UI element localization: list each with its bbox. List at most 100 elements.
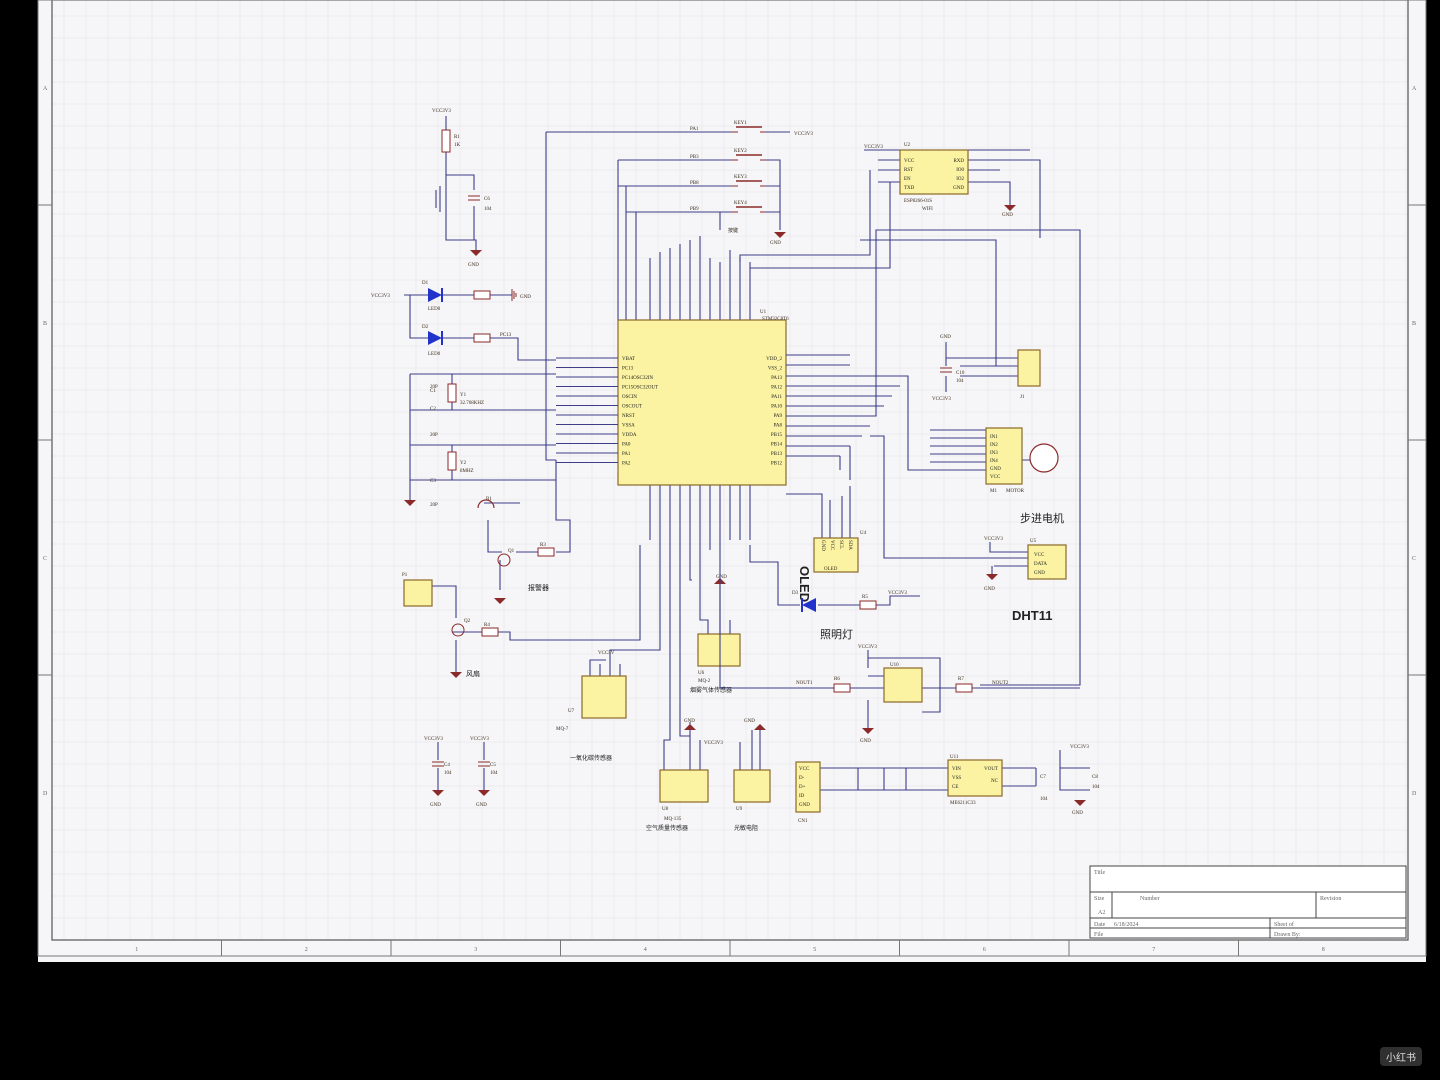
buzzer-q: Q1 [508,549,515,554]
wifi-pin: IO0 [956,168,964,173]
wifi-name: ESP8266-01S [904,199,932,204]
reg-gnd: GND [1072,811,1083,816]
frame-row-A: A [43,86,48,92]
key-label: KEY2 [734,149,747,154]
reg-pin: NC [991,779,999,784]
led-gnd: GND [520,295,531,300]
oled-pin: SCL [838,540,843,549]
mcu-pin-right: PB12 [771,462,783,467]
wifi-gnd: GND [1002,213,1013,218]
cap2-vcc: VCC3V3 [470,737,489,742]
key-label: KEY1 [734,121,747,126]
mcu-pin-left: PA0 [622,443,631,448]
motor-pin: VCC [990,475,1001,480]
led-circuit: VCC3V3 D1 LED0 D2 LED0 GND PC13 [371,281,556,361]
key-vcc: VCC3V3 [794,132,813,137]
tb-date: 6/18/2024 [1114,922,1138,928]
regulator-body [947,759,1003,797]
wifi-body [899,149,969,195]
key-net: PB9 [690,207,699,212]
mq7-vcc: VCC5V [598,651,615,656]
crystal-c2: C2 [430,407,436,412]
mcu-pin-right: PB15 [771,433,783,438]
light-vcc: VCC3V3 [704,741,723,746]
fan-circuit: P1 Q2 R4 风扇 [402,545,641,678]
lighting-led: D3 R5 VCC3V3 照明灯 [749,545,920,641]
mcu-pin-right: PA10 [771,405,782,410]
tb-number: Number [1140,896,1160,902]
lighting-vcc: VCC3V3 [888,591,907,596]
watermark-badge: 小红书 [1380,1047,1422,1066]
oled-body [813,537,859,573]
frame-row-right-D: D [1412,791,1417,797]
relay-block: VCC3V3 GND NOUT1 NOUT2 R6 R7 U10 [719,545,1080,744]
reg-ref: U11 [950,755,959,760]
light-ref: U9 [736,807,743,812]
led-d1: D1 [422,281,429,286]
dht11-caption: DHT11 [1012,608,1052,623]
mcu-pin-right: PA8 [774,424,783,429]
dht11-body [1027,544,1067,580]
led-d2: D2 [422,325,429,330]
reset-vcc-label: VCC3V3 [432,109,451,114]
reg-pin: VOUT [984,767,998,772]
frame-col-3: 3 [474,947,477,953]
lighting-ref: D3 [792,591,799,596]
crystal-circuit: C1 C2 C3 20P 20P 20P Y1 32.768KHZ Y2 8MH… [404,373,556,508]
fan-r: R4 [484,623,490,628]
tb-drawn: Drawn By: [1274,932,1301,938]
title-block: Title Size A2 Number Revision Date 6/18/… [1089,865,1407,939]
motor-pin: IN1 [990,435,998,440]
reset-r-label: R1 [454,135,460,140]
mq135-sensor: GND U8 MQ-135 空气质量传感器 [646,552,709,832]
mq2-sensor: GND U6 MQ-2 烟雾气体传感器 [690,560,741,694]
fan-q: Q2 [464,619,471,624]
wifi-pin: EN [904,177,911,182]
mcu-pin-right: PA9 [774,414,783,419]
mcu-pin-right: PB13 [771,452,783,457]
mcu-pin-right: PA11 [771,395,782,400]
reg-c7: C7 [1040,775,1046,780]
mcu-pin-left: OSCIN [622,395,637,400]
light-sensor: GND VCC3V3 U9 光敏电阻 [689,560,771,832]
mcu-pin-left: VBAT [622,357,635,362]
cap1-vcc: VCC3V3 [424,737,443,742]
buzzer-caption: 报警器 [528,583,549,592]
led-d2-type: LED0 [428,352,441,357]
decoupling-caps: VCC3V3 VCC3V3 C4 104 C5 104 GND GND [424,737,498,808]
dht11-pin: DATA [1034,562,1047,567]
tb-revision: Revision [1320,896,1341,902]
mcu-pin-left: PA1 [622,452,631,457]
motor-pin: GND [990,467,1001,472]
mcu-pin-left: NRST [622,414,635,419]
j1-ref: J1 [1020,395,1025,400]
dht11-vcc: VCC3V3 [984,537,1003,542]
relay-r7: R7 [958,677,964,682]
mcu-pin-right: PB14 [771,443,783,448]
motor-symbol [1029,443,1059,473]
reg-pin: CE [952,785,958,790]
oled-pin: VCC [829,540,834,551]
oled-pin: GND [820,540,825,551]
frame-row-D: D [43,791,48,797]
mq135-ref: U8 [662,807,669,812]
motor-body [985,427,1023,485]
mcu-pin-left: PA2 [622,462,631,467]
tb-size: A2 [1098,910,1105,916]
key-label: KEY3 [734,175,747,180]
wifi-pin: VCC [904,159,915,164]
mcu-name: STM32C8T6 [762,317,789,322]
dht11-pin: VCC [1034,553,1045,558]
light-caption: 光敏电阻 [734,824,758,832]
reset-circuit: VCC3V3 R1 1K C6 104 GND [432,109,492,268]
key-gnd: GND [770,241,781,246]
frame-col-6: 6 [983,947,986,953]
mq2-caption: 烟雾气体传感器 [690,686,732,694]
mq2-body [697,633,741,667]
motor-pin: IN3 [990,451,998,456]
usb-pin: GND [799,803,810,808]
mcu-pin-right: VSS_2 [768,367,783,372]
